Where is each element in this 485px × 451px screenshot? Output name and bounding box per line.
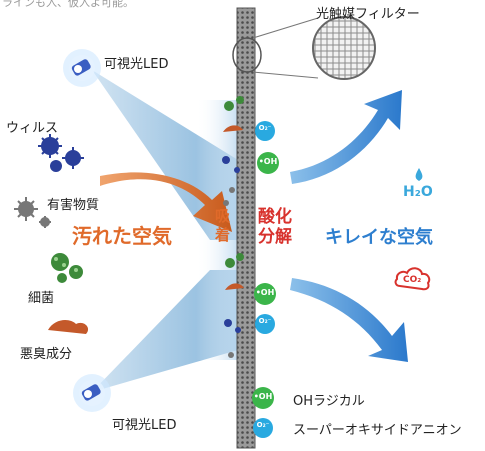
bacteria-icon xyxy=(51,253,83,283)
odor-icon xyxy=(48,320,89,334)
oh-symbol-2: •OH xyxy=(255,288,275,297)
bacteria-label: 細菌 xyxy=(28,291,55,306)
legend-oh-label: OHラジカル xyxy=(293,394,365,409)
filter-label: 光触媒フィルター xyxy=(316,7,420,22)
led-top-label: 可視光LED xyxy=(104,57,169,72)
legend-o2-circle xyxy=(253,418,273,438)
orange-arrow xyxy=(100,172,232,232)
h2o-label: H₂O xyxy=(403,184,433,200)
legend-oh-symbol: •OH xyxy=(253,392,273,401)
o2-circle-1 xyxy=(255,121,275,141)
legend-o2-symbol: O₂⁻ xyxy=(256,421,270,429)
oh-circle-1 xyxy=(257,152,279,174)
wall-glow xyxy=(196,100,240,360)
harmful-substance-icon xyxy=(14,197,51,228)
magnifier-large-circle xyxy=(312,16,376,80)
virus-icon xyxy=(38,134,84,172)
filter-wall xyxy=(236,7,256,449)
legend-oh-circle xyxy=(252,387,274,409)
co2-label: CO₂ xyxy=(403,275,422,285)
blue-arrow-bottom xyxy=(290,278,408,362)
oh-symbol-1: •OH xyxy=(258,157,278,166)
wall-pollutants xyxy=(222,96,244,358)
clean-air-label: キレイな空気 xyxy=(325,227,433,248)
led-bottom-icon xyxy=(73,374,111,412)
magnifier-small-circle xyxy=(232,37,262,73)
virus-label: ウィルス xyxy=(6,121,59,136)
water-drop-icon xyxy=(415,168,423,181)
magnifier-line-1 xyxy=(252,17,319,39)
o2-symbol-2: O₂⁻ xyxy=(258,317,272,325)
dirty-air-label: 汚れた空気 xyxy=(72,224,172,248)
odor-label: 悪臭成分 xyxy=(20,347,73,362)
o2-symbol-1: O₂⁻ xyxy=(258,124,272,132)
decompose-label: 酸化 分解 xyxy=(258,207,292,247)
top-note: ラインも入、仮入よ可能。 xyxy=(2,0,134,9)
legend-o2-label: スーパーオキサイドアニオン xyxy=(293,423,462,438)
led-bottom-label: 可視光LED xyxy=(112,418,177,433)
co2-cloud-icon xyxy=(394,267,431,291)
adsorb-label: 吸 着 xyxy=(215,207,231,244)
oh-circle-2 xyxy=(254,283,276,305)
magnifier-line-2 xyxy=(252,71,319,79)
blue-arrow-top xyxy=(290,90,402,184)
led-top-icon xyxy=(63,49,101,87)
o2-circle-2 xyxy=(255,314,275,334)
harmful-label: 有害物質 xyxy=(47,198,100,213)
